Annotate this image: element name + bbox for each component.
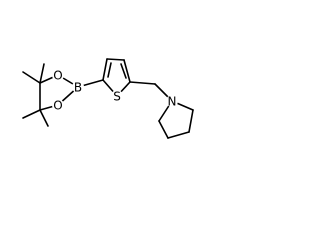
bond-c3-c4: [106, 58, 125, 61]
atom-b: B: [72, 81, 84, 95]
bond-c2-c3-pyr: [188, 109, 194, 133]
bond-methyl-3: [22, 109, 41, 119]
atom-o2: O: [52, 99, 64, 113]
atom-n-label: N: [168, 95, 177, 109]
bond-c4-c5-pyr: [158, 120, 169, 139]
atom-o2-label: O: [53, 99, 62, 113]
molecule-structure: O O B S N: [22, 58, 194, 139]
atom-s: S: [111, 90, 123, 104]
atom-b-label: B: [74, 81, 82, 95]
bond-c3-c4-pyr: [167, 131, 190, 139]
bond-methyl-1: [22, 71, 41, 84]
atom-n: N: [166, 95, 178, 109]
bond-methyl-2: [39, 63, 45, 84]
bond-c4-c5: [102, 58, 108, 81]
bond-c2-c3: [123, 59, 131, 83]
bond-thiophene-ch2: [129, 81, 156, 85]
atom-s-label: S: [113, 90, 121, 104]
atom-o1: O: [52, 69, 64, 83]
bond-c4-c5-double: [107, 62, 112, 78]
bond-methyl-4: [39, 109, 49, 127]
atom-o1-label: O: [53, 69, 62, 83]
bond-c3-c3-double: [120, 63, 127, 79]
